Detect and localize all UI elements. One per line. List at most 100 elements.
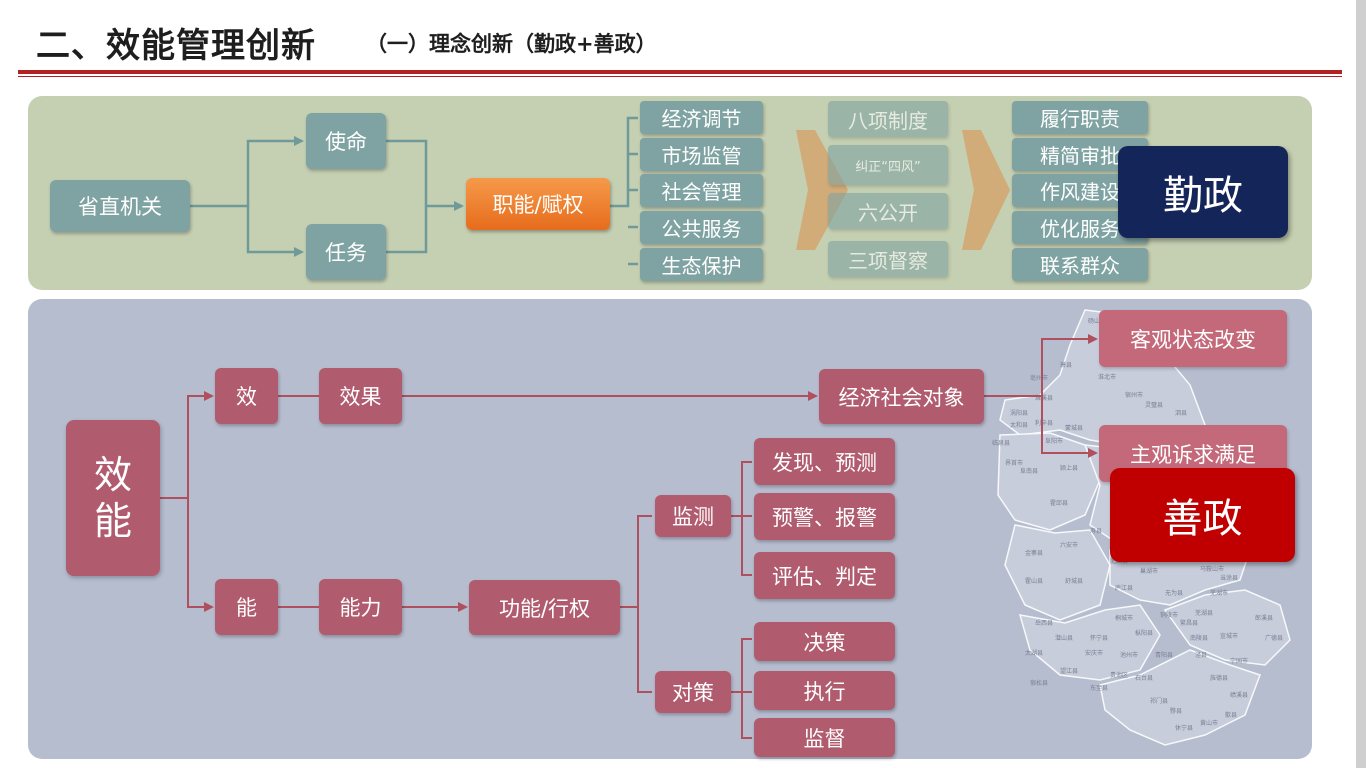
svg-text:利辛县: 利辛县 <box>1035 419 1053 427</box>
svg-text:泗县: 泗县 <box>1175 409 1187 417</box>
svg-text:临泉县: 临泉县 <box>992 439 1010 447</box>
svg-text:东至县: 东至县 <box>1090 684 1108 692</box>
svg-text:安庆市: 安庆市 <box>1085 649 1103 657</box>
svg-text:宿州市: 宿州市 <box>1125 391 1143 399</box>
svg-text:黟县: 黟县 <box>1170 707 1182 715</box>
svg-text:歙县: 歙县 <box>1225 711 1237 719</box>
result-diligent-governance: 勤政 <box>1118 146 1288 238</box>
svg-text:繁昌县: 繁昌县 <box>1180 619 1198 627</box>
svg-text:绩溪县: 绩溪县 <box>1230 691 1248 699</box>
node-socioeconomic-object: 经济社会对象 <box>819 369 984 424</box>
svg-text:旌德县: 旌德县 <box>1210 674 1228 682</box>
duty-item: 联系群众 <box>1012 248 1148 281</box>
function-item: 市场监管 <box>640 138 763 171</box>
svg-text:祁门县: 祁门县 <box>1150 697 1168 705</box>
node-capacity: 能力 <box>319 579 402 635</box>
svg-text:萧县: 萧县 <box>1060 361 1072 369</box>
response-item: 执行 <box>754 671 895 710</box>
function-item: 生态保护 <box>640 248 763 281</box>
svg-text:宿松县: 宿松县 <box>1030 679 1048 687</box>
svg-text:岳西县: 岳西县 <box>1035 620 1053 627</box>
node-efficiency: 效 能 <box>66 420 160 576</box>
page-subtitle: （一）理念创新（勤政+善政） <box>366 32 657 56</box>
response-item: 决策 <box>754 622 895 661</box>
node-effect: 效 <box>215 368 278 424</box>
function-item: 公共服务 <box>640 211 763 244</box>
svg-text:贵池区: 贵池区 <box>1110 671 1128 679</box>
svg-text:六安市: 六安市 <box>1060 541 1078 549</box>
monitor-item: 评估、判定 <box>754 552 895 599</box>
result-good-governance: 善政 <box>1110 468 1295 562</box>
node-task: 任务 <box>306 224 386 280</box>
svg-text:池州市: 池州市 <box>1120 651 1138 659</box>
svg-text:芜湖县: 芜湖县 <box>1195 609 1213 617</box>
svg-text:无为县: 无为县 <box>1165 589 1183 597</box>
svg-text:巢湖市: 巢湖市 <box>1140 567 1158 575</box>
svg-text:当涂县: 当涂县 <box>1220 574 1238 582</box>
svg-text:宣城市: 宣城市 <box>1220 632 1238 640</box>
function-item: 社会管理 <box>640 174 763 207</box>
response-item: 监督 <box>754 718 895 757</box>
svg-text:阜南县: 阜南县 <box>1020 467 1038 475</box>
svg-text:淮北市: 淮北市 <box>1098 373 1116 381</box>
svg-text:寿县: 寿县 <box>1090 527 1102 535</box>
rule-item: 六公开 <box>828 193 948 229</box>
monitor-item: 预警、报警 <box>754 493 895 540</box>
svg-text:枞阳县: 枞阳县 <box>1135 629 1153 637</box>
svg-text:霍邱县: 霍邱县 <box>1050 499 1068 507</box>
svg-text:泾县: 泾县 <box>1195 651 1207 659</box>
node-mission: 使命 <box>306 113 386 169</box>
title-rule <box>18 70 1342 74</box>
svg-text:太和县: 太和县 <box>1010 421 1028 429</box>
svg-text:濉溪县: 濉溪县 <box>1035 394 1053 402</box>
svg-text:蒙城县: 蒙城县 <box>1065 424 1083 432</box>
node-countermeasures: 对策 <box>655 671 731 713</box>
svg-text:桐城市: 桐城市 <box>1115 614 1133 622</box>
svg-text:霍山县: 霍山县 <box>1025 577 1043 585</box>
svg-text:石台县: 石台县 <box>1135 674 1153 682</box>
svg-text:砀山县: 砀山县 <box>1088 317 1106 325</box>
svg-text:怀宁县: 怀宁县 <box>1090 634 1108 642</box>
svg-text:阜阳市: 阜阳市 <box>1045 437 1063 445</box>
title-rule-thin <box>18 76 1342 77</box>
svg-text:灵璧县: 灵璧县 <box>1145 401 1163 409</box>
svg-text:潜山县: 潜山县 <box>1055 634 1073 642</box>
page-title: 二、效能管理创新 <box>36 26 316 66</box>
svg-text:太湖县: 太湖县 <box>1025 649 1043 657</box>
node-monitoring: 监测 <box>655 495 731 537</box>
rule-item: 三项督察 <box>828 241 948 277</box>
node-ability: 能 <box>215 579 278 635</box>
svg-text:铜陵市: 铜陵市 <box>1160 611 1178 619</box>
rule-item: 八项制度 <box>828 101 948 137</box>
svg-text:金寨县: 金寨县 <box>1025 549 1043 557</box>
node-result: 效果 <box>319 368 402 424</box>
node-function-authority: 功能/行权 <box>469 580 620 635</box>
svg-text:望江县: 望江县 <box>1060 667 1078 675</box>
node-function-empowerment: 职能/赋权 <box>466 178 610 230</box>
svg-text:马鞍山市: 马鞍山市 <box>1200 565 1224 573</box>
svg-text:广德县: 广德县 <box>1265 634 1283 642</box>
right-edge-strip <box>1356 0 1366 768</box>
node-efficiency-char: 能 <box>93 499 132 543</box>
monitor-item: 发现、预测 <box>754 438 895 485</box>
svg-text:界首市: 界首市 <box>1005 459 1023 467</box>
svg-text:亳州市: 亳州市 <box>1030 374 1048 382</box>
svg-text:黄山市: 黄山市 <box>1200 719 1218 727</box>
svg-text:宁国市: 宁国市 <box>1230 657 1248 665</box>
function-item: 经济调节 <box>640 101 763 134</box>
duty-item: 履行职责 <box>1012 101 1148 134</box>
node-provincial-agencies: 省直机关 <box>50 180 190 232</box>
svg-text:南陵县: 南陵县 <box>1190 634 1208 642</box>
svg-text:芜湖市: 芜湖市 <box>1210 589 1228 597</box>
rule-item: 纠正“四风” <box>828 145 948 185</box>
svg-text:青阳县: 青阳县 <box>1155 651 1173 659</box>
svg-text:郎溪县: 郎溪县 <box>1255 614 1273 622</box>
svg-text:舒城县: 舒城县 <box>1065 577 1083 585</box>
svg-text:涡阳县: 涡阳县 <box>1010 409 1028 417</box>
outcome-objective-change: 客观状态改变 <box>1099 310 1287 367</box>
svg-text:休宁县: 休宁县 <box>1175 724 1193 732</box>
svg-text:颍上县: 颍上县 <box>1060 464 1078 472</box>
node-efficiency-char: 效 <box>93 453 132 497</box>
svg-text:庐江县: 庐江县 <box>1115 584 1133 592</box>
